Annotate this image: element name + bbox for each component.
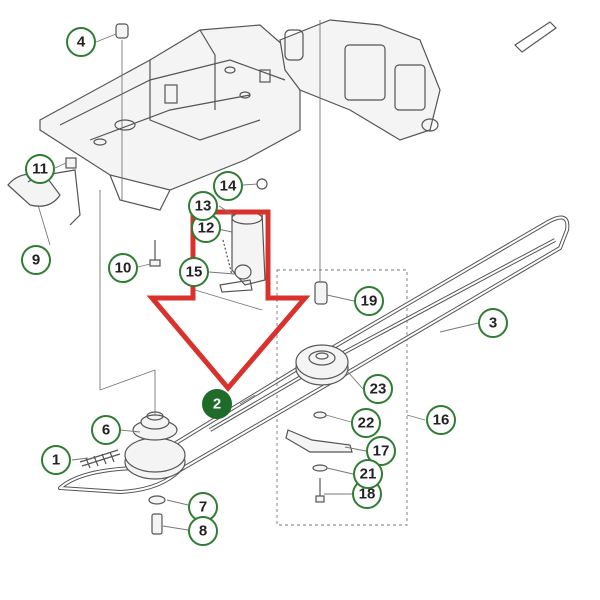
callout-9: 9 [21, 245, 51, 275]
washer-21 [312, 464, 328, 472]
svg-text:22: 22 [358, 415, 375, 432]
svg-text:16: 16 [433, 412, 450, 429]
callout-6: 6 [91, 415, 121, 445]
callout-4: 4 [66, 27, 96, 57]
nut-11 [65, 157, 77, 169]
callout-7: 7 [188, 492, 218, 522]
callout-8: 8 [188, 516, 218, 546]
washer-7 [148, 495, 166, 505]
svg-text:15: 15 [186, 264, 203, 281]
svg-text:12: 12 [198, 220, 215, 237]
svg-text:17: 17 [373, 443, 390, 460]
bolt-18 [315, 478, 325, 503]
svg-text:8: 8 [199, 523, 207, 540]
svg-text:14: 14 [220, 178, 237, 195]
svg-text:11: 11 [32, 161, 48, 178]
highlight-arrow [146, 209, 311, 392]
callout-1: 1 [41, 445, 71, 475]
callout-16: 16 [426, 405, 456, 435]
plate-17 [285, 429, 353, 453]
drive-pulley-6 [124, 411, 186, 480]
callout-11: 11 [25, 154, 55, 184]
chassis-frame [39, 24, 301, 211]
idler-pulley-23 [295, 344, 349, 386]
svg-text:9: 9 [32, 252, 40, 269]
callout-23: 23 [363, 374, 393, 404]
key-1 [79, 449, 121, 469]
svg-text:6: 6 [102, 422, 110, 439]
assembly-box-16 [276, 269, 408, 526]
callout-13: 13 [188, 191, 218, 221]
svg-text:21: 21 [360, 466, 377, 483]
svg-text:2: 2 [213, 396, 221, 413]
svg-text:23: 23 [370, 381, 387, 398]
callout-14: 14 [213, 171, 243, 201]
callout-17: 17 [366, 436, 396, 466]
bolt-8 [151, 513, 163, 535]
callout-19: 19 [354, 286, 384, 316]
callout-10: 10 [108, 253, 138, 283]
svg-text:7: 7 [199, 499, 207, 516]
callout-12: 12 [191, 213, 221, 243]
bolt-10 [149, 240, 161, 267]
svg-text:1: 1 [52, 452, 60, 469]
svg-text:18: 18 [359, 486, 376, 503]
svg-text:19: 19 [361, 293, 378, 310]
washer-22 [313, 411, 327, 419]
svg-text:13: 13 [195, 198, 212, 215]
callout-3: 3 [478, 308, 508, 338]
engine-bracket [279, 19, 557, 141]
ring-14 [256, 178, 268, 190]
callout-15: 15 [179, 257, 209, 287]
shaft-lines [99, 20, 321, 415]
callout-22: 22 [351, 408, 381, 438]
spacer-19 [314, 281, 328, 305]
shaft-sleeve [115, 23, 129, 39]
svg-text:10: 10 [115, 260, 132, 277]
callout-21: 21 [353, 459, 383, 489]
callout-2: 2 [202, 389, 232, 419]
svg-text:3: 3 [489, 315, 497, 332]
svg-text:4: 4 [77, 34, 86, 51]
